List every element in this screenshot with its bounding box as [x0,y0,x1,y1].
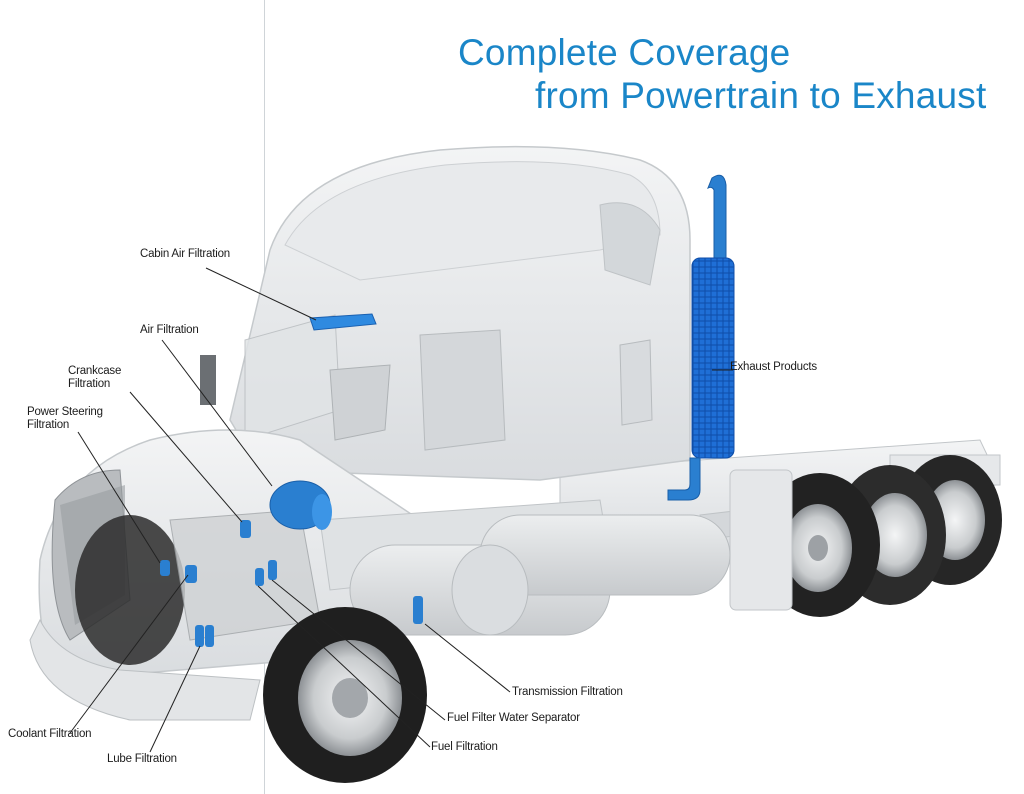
fuel-filter [255,568,264,586]
leader-lines [69,267,733,753]
cab [200,145,691,481]
callout-crankcase-filtration: Crankcase Filtration [68,365,122,390]
title-line-2: from Powertrain to Exhaust [535,75,987,116]
callout-fuel-filtration: Fuel Filtration [431,741,498,753]
callout-air-filtration: Air Filtration [140,324,199,336]
coolant-filter [185,565,197,583]
rear-wheels [729,455,1002,617]
cabin-air-filter [309,313,377,331]
callout-power-steering-filtration: Power Steering Filtration [27,406,103,431]
power-steering-filter [160,560,170,576]
filter-components [160,313,423,647]
callout-coolant-filtration: Coolant Filtration [8,728,92,740]
callout-exhaust-products: Exhaust Products [730,361,817,373]
front-wheel [263,607,427,783]
lube-filter-a [195,625,204,647]
callout-transmission-filtration: Transmission Filtration [512,686,623,698]
fuel-water-separator [268,560,277,580]
callout-lube-filtration: Lube Filtration [107,753,177,765]
exhaust-stack [667,174,735,501]
crankcase-filter [240,520,251,538]
callout-cabin-air-filtration: Cabin Air Filtration [140,248,230,260]
transmission-filter [413,596,423,624]
fuel-tanks [349,514,731,636]
callout-fuel-filter-water-separator: Fuel Filter Water Separator [447,712,580,724]
title-line-1: Complete Coverage [458,32,791,73]
lube-filter-b [205,625,214,647]
front-bumper [29,618,261,721]
